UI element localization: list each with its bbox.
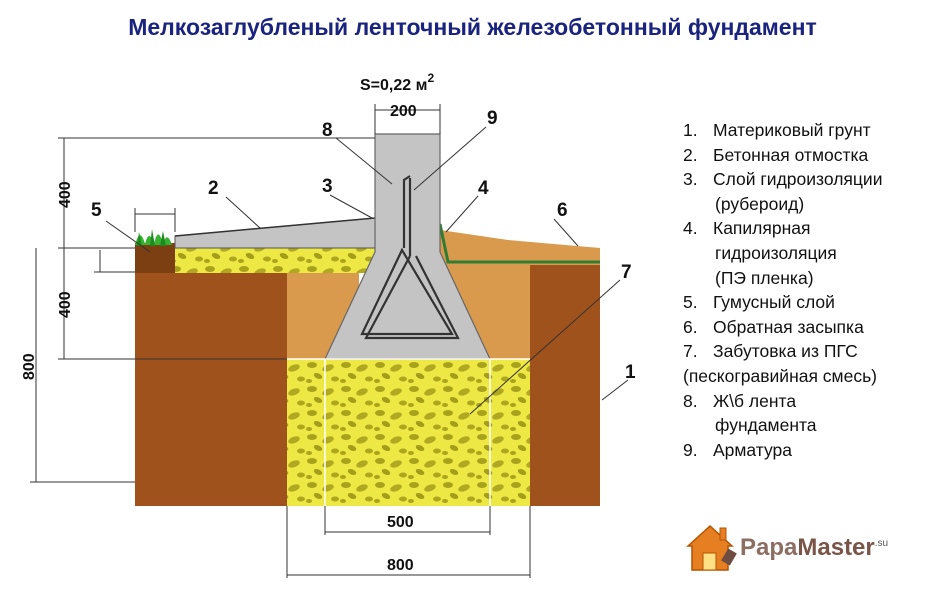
right-soil bbox=[530, 265, 600, 506]
callout-5: 5 bbox=[91, 200, 102, 221]
area-label: S=0,22 м2 bbox=[360, 71, 434, 94]
leader-lines bbox=[105, 126, 629, 415]
legend-item-3-cont: (рубероид) bbox=[715, 193, 805, 214]
dim-bottom-outer: 800 bbox=[387, 557, 414, 574]
backfill-slope bbox=[440, 230, 600, 262]
logo-text: PapaMaster.su bbox=[740, 534, 889, 561]
legend-item-7-cont: (пескогравийная смесь) bbox=[683, 365, 878, 386]
dim-left-upper: 400 bbox=[57, 181, 74, 208]
dim-top-width: 200 bbox=[390, 103, 417, 120]
dim-bottom-inner: 500 bbox=[387, 514, 414, 531]
house-icon bbox=[686, 524, 737, 571]
legend-item-5: 5.Гумусный слой bbox=[683, 292, 835, 313]
page-title: Мелкозаглубленый ленточный железобетонны… bbox=[128, 14, 817, 40]
legend-item-4-cont-2: (ПЭ пленка) bbox=[715, 267, 814, 288]
callout-4: 4 bbox=[478, 178, 489, 199]
slab-sand-bed bbox=[175, 248, 375, 273]
callout-3: 3 bbox=[322, 176, 333, 197]
callout-1: 1 bbox=[625, 362, 636, 383]
callout-7: 7 bbox=[621, 262, 632, 283]
legend-item-4-cont-1: гидроизоляция bbox=[715, 242, 837, 263]
site-logo[interactable]: PapaMaster.su bbox=[684, 520, 924, 576]
bottom-soil-left bbox=[135, 359, 287, 506]
legend-item-9: 9.Арматура bbox=[683, 439, 793, 460]
capillary-waterproofing-line bbox=[438, 223, 600, 264]
callout-9: 9 bbox=[487, 108, 498, 129]
legend-item-1: 1.Материковый грунт bbox=[683, 120, 871, 140]
legend-item-2: 2.Бетонная отмостка bbox=[683, 144, 869, 165]
legend-item-6: 6.Обратная засыпка bbox=[683, 316, 864, 337]
rebar bbox=[360, 175, 460, 340]
dimension-lines bbox=[30, 104, 531, 578]
legend-item-3: 3.Слой гидроизоляции bbox=[683, 169, 883, 190]
legend-item-4: 4.Капилярная bbox=[683, 218, 811, 239]
legend-item-8-cont: фундамента bbox=[715, 415, 817, 436]
grass-icon bbox=[135, 229, 172, 246]
callout-2: 2 bbox=[208, 178, 219, 199]
gravel-fill bbox=[287, 359, 530, 506]
white-guides bbox=[287, 358, 530, 506]
legend-item-8: 8.Ж\б лента bbox=[683, 390, 797, 411]
legend-item-7: 7.Забутовка из ПГС bbox=[683, 341, 858, 362]
backfill-right bbox=[440, 233, 600, 359]
humus-layer bbox=[135, 243, 175, 273]
callout-6: 6 bbox=[557, 200, 568, 221]
dim-left-lower: 400 bbox=[57, 291, 74, 318]
dim-left-total: 800 bbox=[21, 353, 38, 380]
slab-waterproofing bbox=[174, 217, 376, 237]
legend: 1.Материковый грунт 2.Бетонная отмостка … bbox=[683, 118, 943, 462]
callout-8: 8 bbox=[322, 120, 333, 141]
